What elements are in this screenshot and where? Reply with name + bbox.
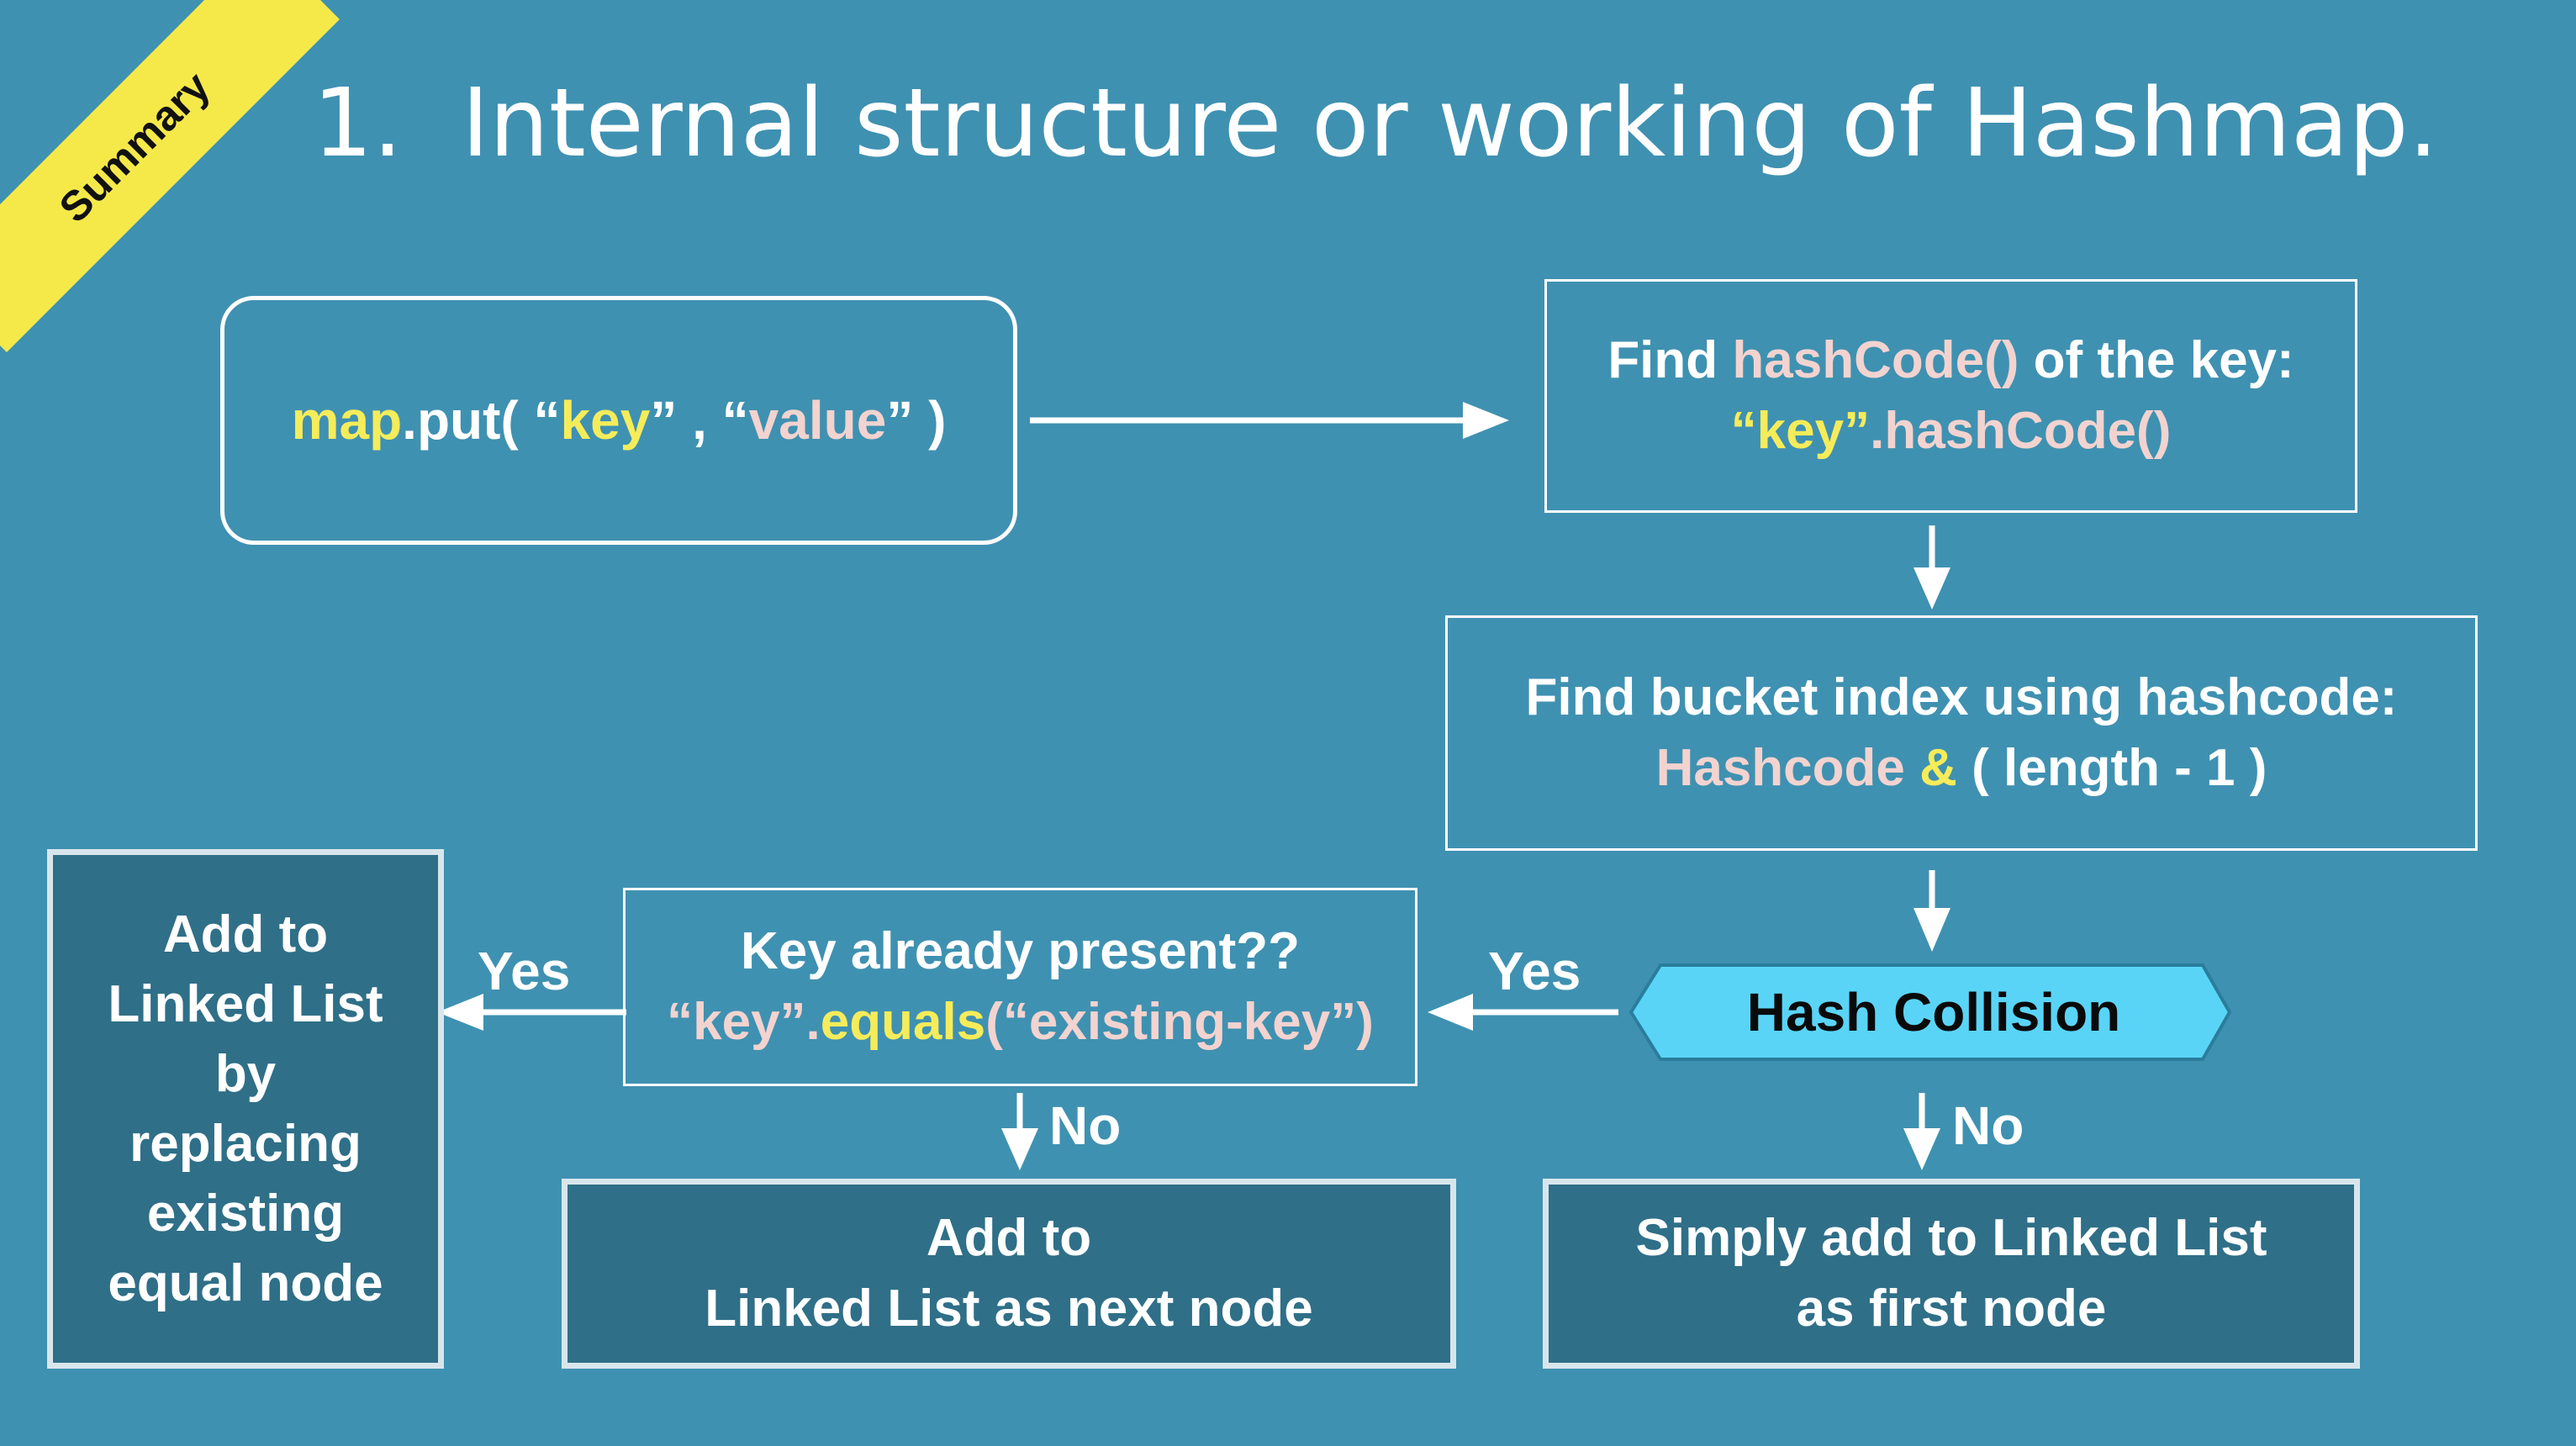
equals-check-box: Key already present?? “key”.equals(“exis…: [623, 888, 1417, 1086]
hashcode-key: “key”: [1730, 402, 1871, 460]
equals-line2: “key”.equals(“existing-key”): [667, 987, 1374, 1058]
yes-label-collision: Yes: [1488, 941, 1581, 1001]
title-text: Internal structure or working of Hashmap…: [461, 69, 2439, 178]
hashcode-line1-prefix: Find: [1607, 331, 1733, 389]
first-line1: Simply add to Linked List: [1635, 1209, 2267, 1267]
arrowhead-equals-to-next: [1001, 1128, 1038, 1170]
arrowhead-put-to-hash: [1463, 402, 1509, 439]
put-end: ” ): [886, 390, 947, 451]
equals-argument: (“existing-key”): [985, 993, 1374, 1051]
replace-node-box: Add to Linked List by replacing existing…: [47, 849, 444, 1369]
arrowhead-equals-to-replace: [437, 994, 483, 1031]
arrowhead-hash-to-bucket: [1914, 567, 1950, 610]
no-label-equals: No: [1049, 1095, 1122, 1156]
put-separator: ” , “: [650, 390, 749, 451]
next-node-box: Add to Linked List as next node: [562, 1179, 1456, 1369]
equals-method: equals: [820, 993, 986, 1051]
put-call-text: map.put( “key” , “value” ): [292, 385, 947, 456]
arrowhead-bucket-to-collision: [1914, 908, 1950, 952]
next-line2: Linked List as next node: [705, 1280, 1313, 1338]
replace-line: Add to: [162, 905, 329, 963]
hashcode-line2: “key”.hashCode(): [1731, 396, 2172, 467]
put-method: .put( “: [402, 390, 561, 451]
put-key: key: [560, 390, 651, 451]
put-value: value: [748, 390, 887, 451]
replace-line: by: [214, 1045, 277, 1103]
arrowhead-collision-to-first: [1903, 1128, 1940, 1170]
equals-line1: Key already present??: [740, 922, 1301, 980]
replace-line: existing: [146, 1185, 345, 1243]
bucket-length-expr: ( length - 1 ): [1956, 739, 2267, 797]
bucket-hashcode: Hashcode: [1655, 739, 1920, 797]
bucket-index-box: Find bucket index using hashcode: Hashco…: [1445, 615, 2478, 851]
hash-collision-label: Hash Collision: [1648, 967, 2220, 1058]
first-node-box: Simply add to Linked List as first node: [1543, 1179, 2360, 1369]
no-label-collision: No: [1952, 1095, 2024, 1156]
hash-collision-shape: [1628, 963, 2232, 1061]
replace-line: Linked List: [108, 975, 383, 1033]
replace-line: equal node: [108, 1254, 383, 1312]
arrowhead-collision-to-equals: [1428, 994, 1473, 1031]
hashcode-line1: Find hashCode() of the key:: [1607, 325, 2294, 396]
hashcode-call: .hashCode(): [1870, 402, 2172, 460]
hash-collision-text: Hash Collision: [1746, 982, 2121, 1042]
bucket-line1: Find bucket index using hashcode:: [1525, 668, 2398, 726]
bucket-and-operator: &: [1919, 739, 1957, 797]
next-line1: Add to: [926, 1209, 1092, 1267]
map-object: map: [291, 390, 403, 451]
bucket-line2: Hashcode & ( length - 1 ): [1656, 733, 2267, 804]
page-title: 1. Internal structure or working of Hash…: [313, 61, 2438, 187]
yes-label-equals: Yes: [478, 941, 571, 1001]
first-line2: as first node: [1796, 1280, 2107, 1338]
put-call-box: map.put( “key” , “value” ): [220, 296, 1017, 545]
hashcode-method: hashCode(): [1732, 331, 2019, 389]
hashcode-line1-suffix: of the key:: [2019, 331, 2294, 389]
replace-line: replacing: [129, 1115, 362, 1173]
title-number: 1.: [313, 69, 403, 178]
equals-key: “key”.: [667, 993, 821, 1051]
hashcode-box: Find hashCode() of the key: “key”.hashCo…: [1544, 279, 2357, 513]
